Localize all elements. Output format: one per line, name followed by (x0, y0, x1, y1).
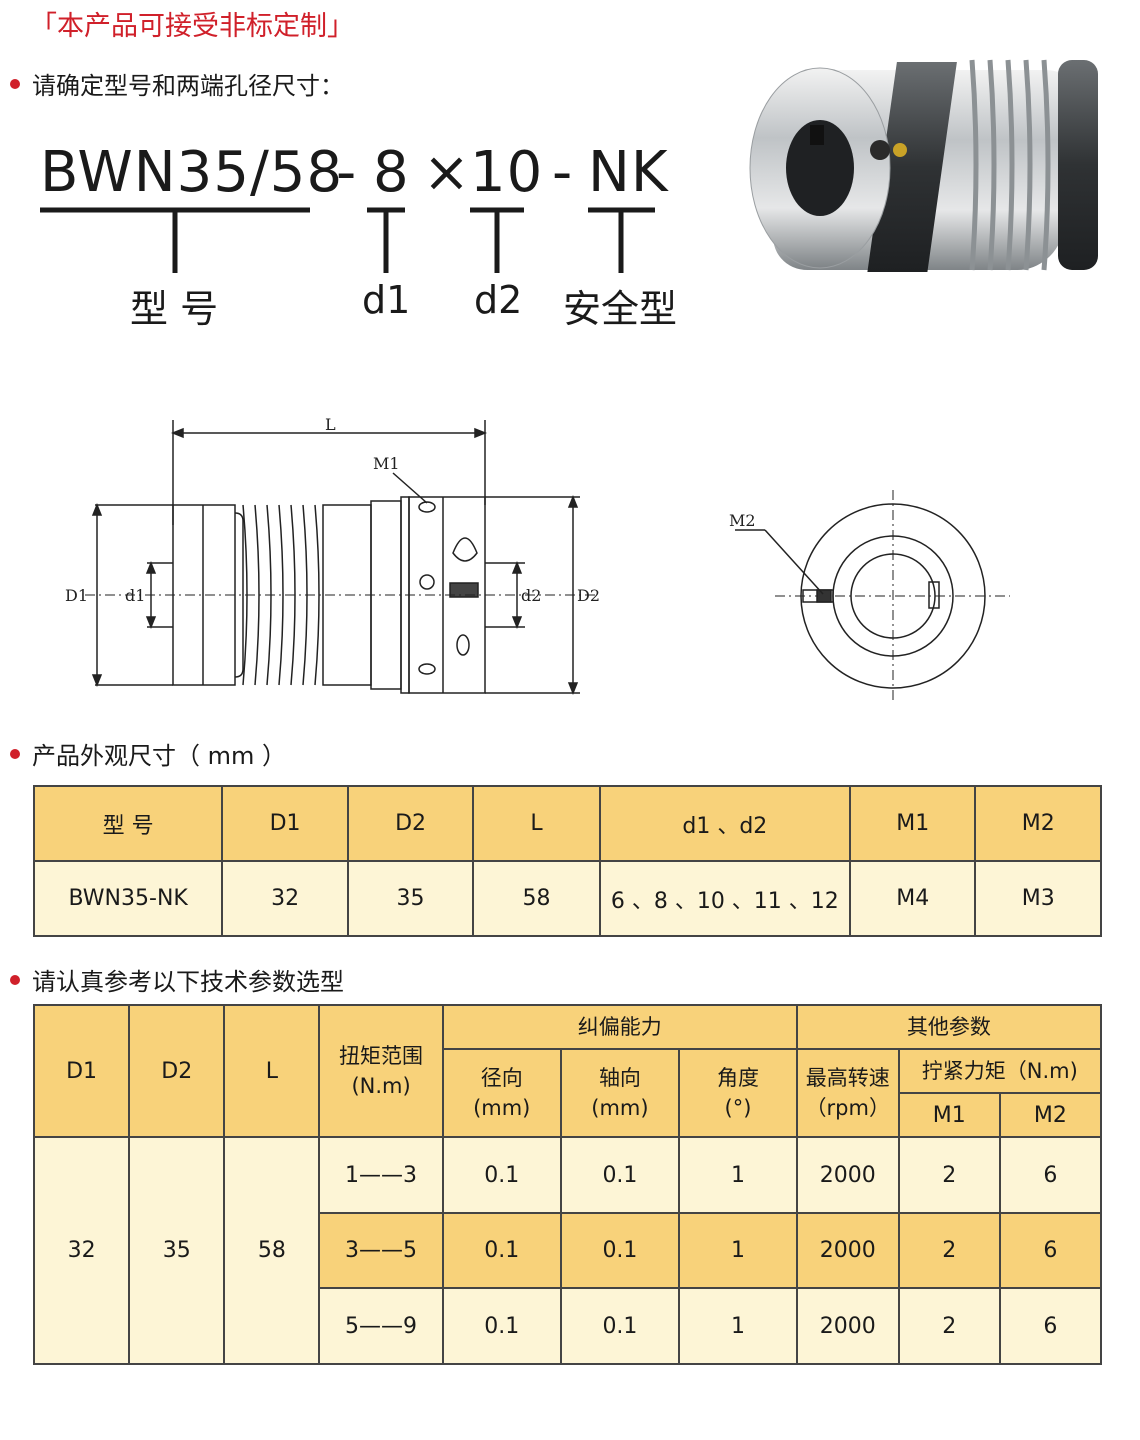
bullet-icon (10, 748, 20, 759)
code-suffix: NK (588, 140, 669, 205)
cell-angle: 1 (678, 1136, 798, 1214)
dim-D1: D1 (65, 586, 88, 605)
cell-model: BWN35-NK (32, 860, 224, 937)
header-D2: D2 (128, 1004, 226, 1138)
cell-radial: 0.1 (441, 1136, 562, 1214)
product-photo (749, 59, 1098, 272)
label-d2: d2 (474, 278, 523, 322)
dim-d1: d1 (125, 586, 145, 605)
dim-M1: M1 (373, 454, 400, 473)
cell-speed: 2000 (795, 1287, 900, 1365)
code-brackets (40, 207, 655, 273)
header-other-params: 其他参数 (795, 1004, 1103, 1050)
header-tightening-torque: 拧紧力矩（N.m) (897, 1048, 1103, 1094)
label-d1: d1 (362, 278, 411, 322)
dimension-table: 型 号 D1 D2 L d1 、d2 M1 M2 BWN35-NK 32 35 … (32, 785, 1102, 937)
cell-axial: 0.1 (559, 1136, 681, 1214)
header-radial: 径向 (mm) (441, 1048, 562, 1138)
header-M2: M2 (974, 785, 1102, 862)
header-D1: D1 (32, 1004, 131, 1138)
header-misalignment: 纠偏能力 (441, 1004, 798, 1050)
cell-D2: 35 (128, 1136, 226, 1365)
section-technical-params: 请认真参考以下技术参数选型 (10, 962, 344, 997)
code-d2: 10 (470, 140, 544, 205)
header-M1: M1 (897, 1092, 1001, 1138)
header-M1: M1 (848, 785, 977, 862)
cell-L: 58 (472, 860, 601, 937)
header-bore: d1 、d2 (598, 785, 851, 862)
cell-speed: 2000 (795, 1212, 900, 1289)
header-D1: D1 (221, 785, 349, 862)
dim-D2: D2 (577, 586, 600, 605)
header-model: 型 号 (32, 785, 224, 862)
cell-m2: 6 (998, 1212, 1103, 1289)
cell-torque: 1——3 (318, 1136, 444, 1214)
cell-m1: 2 (897, 1212, 1001, 1289)
cell-m2: 6 (998, 1136, 1103, 1214)
cell-M2: M3 (974, 860, 1102, 937)
end-view-drawing: M2 (729, 490, 1010, 702)
code-d1: 8 (373, 140, 410, 205)
cell-speed: 2000 (795, 1136, 900, 1214)
cell-m2: 6 (998, 1287, 1103, 1365)
cell-M1: M4 (848, 860, 977, 937)
dim-M2: M2 (729, 511, 756, 530)
table-row: 32 35 58 1——3 0.1 0.1 1 2000 2 6 (32, 1136, 1103, 1365)
cell-D2: 35 (346, 860, 475, 937)
header-angle: 角度 (°) (678, 1048, 798, 1138)
cell-D1: 32 (32, 1136, 131, 1365)
technical-table: D1 D2 L 扭矩范围 (N.m) 纠偏能力 其他参数 径向 (mm) 轴向 … (32, 1004, 1103, 1365)
cell-bore: 6 、8 、10 、11 、12 (598, 860, 851, 937)
header-D2: D2 (346, 785, 475, 862)
cell-m1: 2 (897, 1136, 1001, 1214)
dim-L: L (325, 415, 336, 434)
header-torque: 扭矩范围 (N.m) (318, 1004, 444, 1138)
header-max-speed: 最高转速 （rpm） (795, 1048, 900, 1138)
section-title: 请确定型号和两端孔径尺寸： (32, 72, 344, 100)
cell-D1: 32 (221, 860, 349, 937)
label-safety-type: 安全型 (563, 287, 678, 331)
cell-L: 58 (223, 1136, 321, 1365)
cell-radial: 0.1 (441, 1212, 562, 1289)
cell-angle: 1 (678, 1287, 798, 1365)
cell-angle: 1 (678, 1212, 798, 1289)
label-model: 型 号 (130, 287, 219, 331)
cell-radial: 0.1 (441, 1287, 562, 1365)
header-L: L (472, 785, 601, 862)
side-view-drawing: L M1 D1 d1 d2 D2 (65, 415, 600, 696)
section-title: 请认真参考以下技术参数选型 (32, 968, 344, 996)
code-times: × (423, 140, 471, 205)
table-row: BWN35-NK 32 35 58 6 、8 、10 、11 、12 M4 M3 (32, 860, 1102, 937)
section-model-selection: 请确定型号和两端孔径尺寸： (10, 66, 344, 101)
code-model: BWN35/58 (40, 140, 344, 205)
header-L: L (223, 1004, 321, 1138)
table-header-row: 型 号 D1 D2 L d1 、d2 M1 M2 (32, 785, 1102, 862)
header-axial: 轴向 (mm) (559, 1048, 681, 1138)
cell-torque: 3——5 (318, 1212, 444, 1289)
cell-torque: 5——9 (318, 1287, 444, 1365)
cell-axial: 0.1 (559, 1287, 681, 1365)
bullet-icon (10, 974, 20, 985)
cell-axial: 0.1 (559, 1212, 681, 1289)
section-dimensions: 产品外观尺寸（ mm ） (10, 736, 286, 771)
dim-d2: d2 (521, 586, 541, 605)
code-sep: - (336, 140, 358, 205)
table-header-row: 径向 (mm) 轴向 (mm) 角度 (°) 最高转速 （rpm） 拧紧力矩（N… (34, 1048, 1103, 1138)
table-header-row: D1 D2 L 扭矩范围 (N.m) 纠偏能力 其他参数 (32, 1004, 1103, 1138)
bullet-icon (10, 78, 20, 89)
model-code: BWN35/58 - 8 × 10 - NK (40, 140, 740, 210)
cell-m1: 2 (897, 1287, 1001, 1365)
section-title: 产品外观尺寸（ mm ） (32, 742, 287, 770)
header-M2: M2 (998, 1092, 1103, 1138)
custom-notice: 「本产品可接受非标定制」 (30, 11, 354, 42)
code-sep: - (552, 140, 574, 205)
